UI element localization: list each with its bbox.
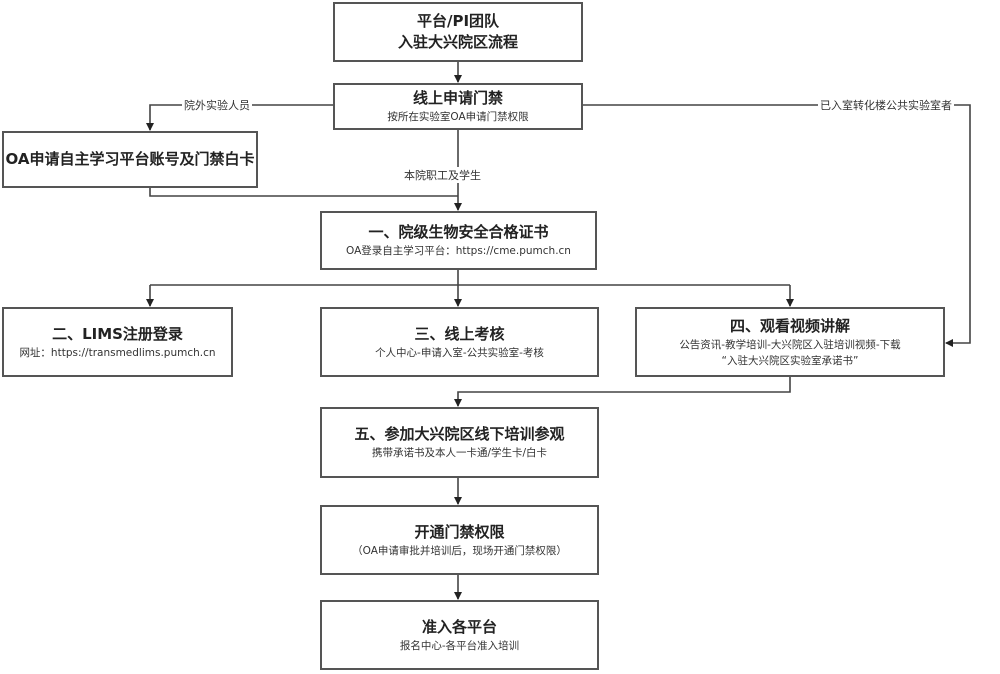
step4-sub2: “入驻大兴院区实验室承诺书”	[721, 354, 859, 367]
final-box: 准入各平台 报名中心-各平台准入培训	[320, 600, 599, 670]
step3-title: 三、线上考核	[414, 324, 505, 343]
external-box: OA申请自主学习平台账号及门禁白卡	[2, 131, 258, 188]
step2-box: 二、LIMS注册登录 网址：https://transmedlims.pumch…	[2, 307, 233, 377]
line-external-to-step1	[149, 188, 458, 197]
title-line2: 入驻大兴院区流程	[397, 33, 518, 51]
line-step1-split	[150, 270, 790, 286]
step1-box: 一、院级生物安全合格证书 OA登录自主学习平台：https://cme.pumc…	[320, 211, 597, 270]
label-internal: 本院职工及学生	[402, 167, 483, 183]
arrow-apply-to-external	[146, 104, 333, 131]
step4-sub: 公告资讯-教学培训-大兴院区入驻培训视频-下载	[679, 338, 901, 351]
title-box: 平台/PI团队 入驻大兴院区流程	[333, 2, 583, 62]
step1-sub: OA登录自主学习平台：https://cme.pumch.cn	[346, 245, 571, 257]
title-line1: 平台/PI团队	[416, 12, 500, 30]
step5-sub: 携带承诺书及本人一卡通/学生卡/白卡	[371, 447, 548, 459]
label-external: 院外实验人员	[182, 97, 252, 113]
open-access-box: 开通门禁权限 （OA申请审批并培训后，现场开通门禁权限）	[320, 505, 599, 575]
apply-access-sub: 按所在实验室OA申请门禁权限	[387, 111, 529, 123]
step1-title: 一、院级生物安全合格证书	[368, 223, 549, 241]
external-title: OA申请自主学习平台账号及门禁白卡	[5, 150, 255, 168]
step3-box: 三、线上考核 个人中心-申请入室-公共实验室-考核	[320, 307, 599, 377]
apply-access-title: 线上申请门禁	[412, 89, 503, 107]
label-existing: 已入室转化楼公共实验室者	[818, 97, 954, 113]
arrow-apply-to-step4	[583, 104, 971, 347]
step3-sub: 个人中心-申请入室-公共实验室-考核	[375, 346, 544, 359]
open-access-title: 开通门禁权限	[414, 522, 505, 541]
open-access-sub: （OA申请审批并培训后，现场开通门禁权限）	[352, 544, 567, 557]
step5-title: 五、参加大兴院区线下培训参观	[354, 425, 565, 443]
step4-title: 四、观看视频讲解	[729, 316, 850, 335]
step2-sub: 网址：https://transmedlims.pumch.cn	[19, 346, 216, 359]
step4-box: 四、观看视频讲解 公告资讯-教学培训-大兴院区入驻培训视频-下载 “入驻大兴院区…	[635, 307, 945, 377]
step5-box: 五、参加大兴院区线下培训参观 携带承诺书及本人一卡通/学生卡/白卡	[320, 407, 599, 478]
arrow-step4-to-step5	[454, 377, 791, 407]
final-sub: 报名中心-各平台准入培训	[399, 639, 520, 652]
apply-access-box: 线上申请门禁 按所在实验室OA申请门禁权限	[333, 83, 583, 130]
final-title: 准入各平台	[421, 617, 497, 636]
step2-title: 二、LIMS注册登录	[52, 324, 183, 343]
